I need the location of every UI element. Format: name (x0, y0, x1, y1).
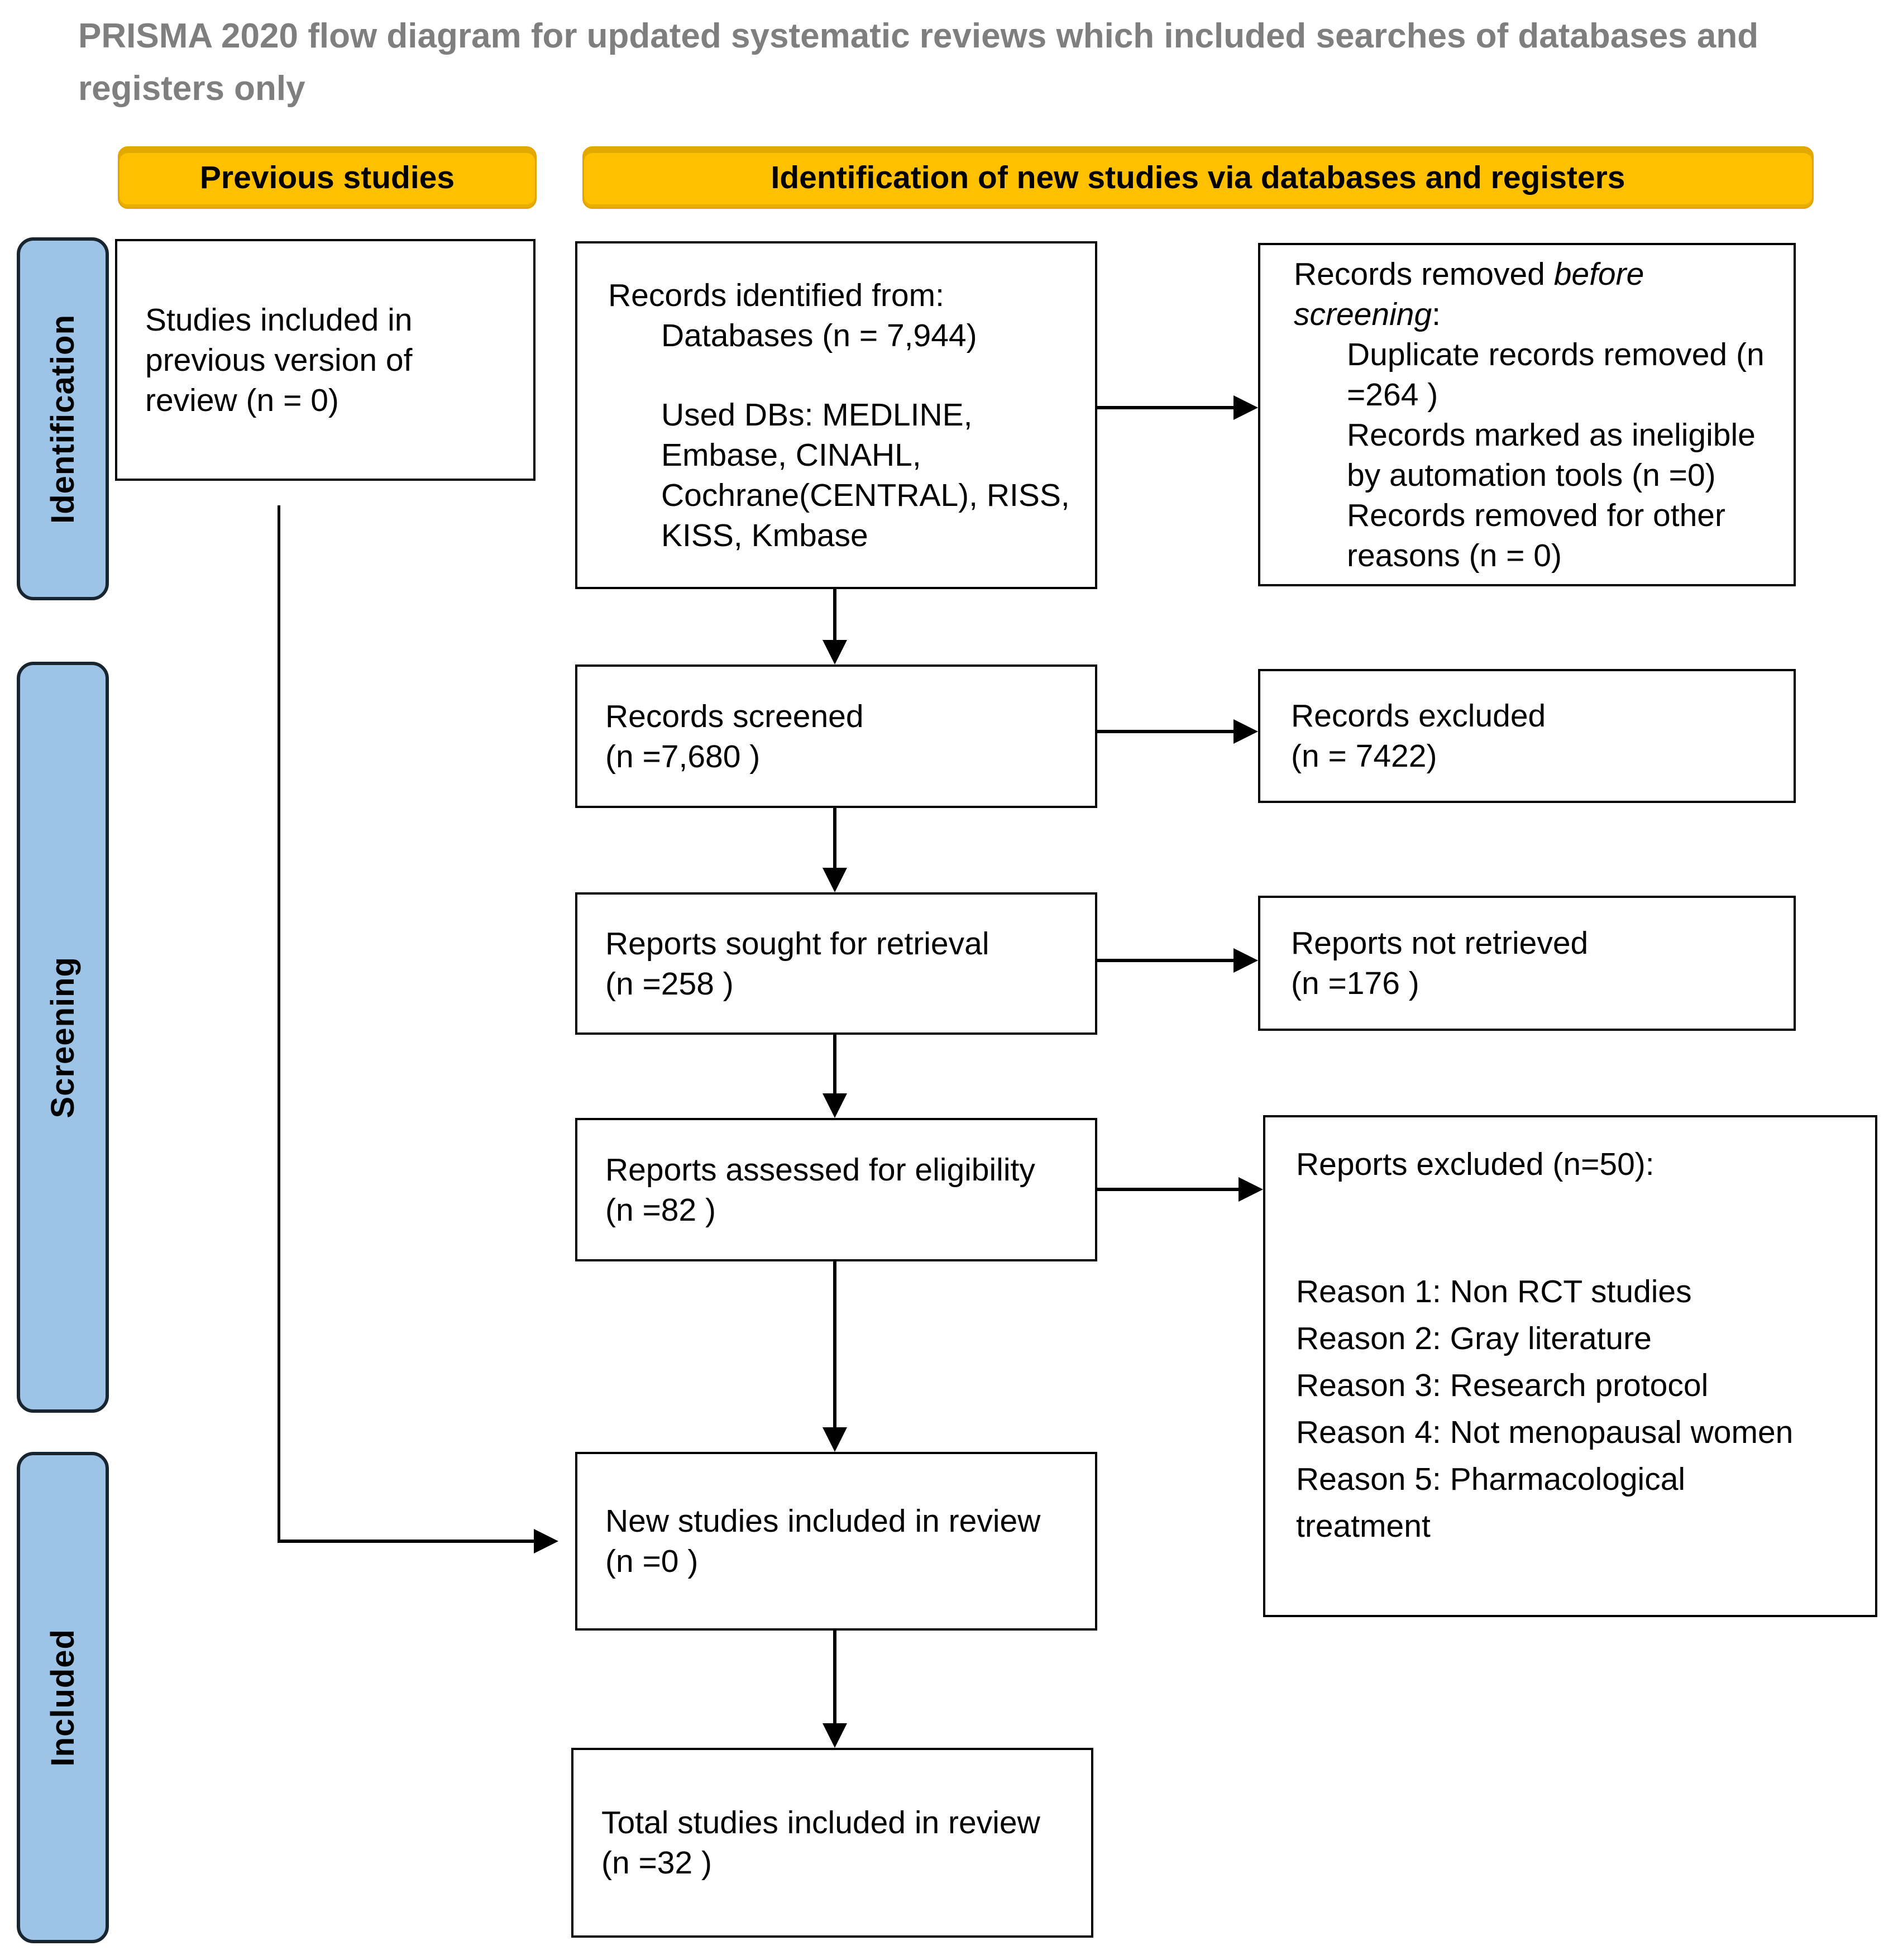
header-identification-new-studies-label: Identification of new studies via databa… (771, 160, 1625, 195)
exclusion-reason: Reason 3: Research protocol (1296, 1368, 1709, 1403)
new-studies-count: (n =0 ) (605, 1543, 699, 1579)
stage-bar-screening: Screening (17, 662, 109, 1413)
stage-bar-identification: Identification (17, 237, 109, 600)
records-screened-label: Records screened (605, 698, 864, 734)
arrow-new-to-total-studies (833, 1631, 836, 1723)
records-screened-box: Records screened (n =7,680 ) (575, 665, 1097, 808)
records-excluded-box: Records excluded (n = 7422) (1258, 669, 1796, 803)
reports-not-retrieved-box: Reports not retrieved (n =176 ) (1258, 896, 1796, 1031)
previous-studies-box: Studies included in previous version of … (115, 239, 535, 481)
reports-excluded-title: Reports excluded (n=50): (1296, 1146, 1655, 1182)
reports-not-retrieved-label: Reports not retrieved (1291, 925, 1589, 961)
exclusion-reason: Reason 4: Not menopausal women (1296, 1414, 1794, 1450)
records-removed-heading-italic: before screening (1294, 256, 1644, 332)
stage-identification-label: Identification (45, 314, 81, 524)
arrow-identified-to-removed (1097, 406, 1233, 409)
records-identified-line: Records identified from: (608, 277, 944, 313)
records-removed-item: Records removed for other reasons (n = 0… (1347, 497, 1725, 573)
reports-sought-label: Reports sought for retrieval (605, 925, 989, 962)
stage-bar-included: Included (17, 1452, 109, 1943)
exclusion-reason: Reason 5: Pharmacological treatment (1296, 1461, 1686, 1544)
exclusion-reason: Reason 1: Non RCT studies (1296, 1274, 1692, 1309)
arrow-screened-to-excluded (1097, 730, 1233, 733)
reports-sought-box: Reports sought for retrieval (n =258 ) (575, 892, 1097, 1035)
arrow-sought-to-not-retrieved (1097, 959, 1233, 962)
stage-screening-label: Screening (45, 956, 81, 1118)
reports-assessed-label: Reports assessed for eligibility (605, 1151, 1035, 1188)
new-studies-label: New studies included in review (605, 1503, 1041, 1539)
records-removed-item: Records marked as ineligible by automati… (1347, 417, 1756, 493)
reports-sought-count: (n =258 ) (605, 965, 734, 1002)
reports-excluded-reasons: Reason 1: Non RCT studies Reason 2: Gray… (1296, 1268, 1804, 1550)
arrow-sought-to-assessed (833, 1035, 836, 1093)
total-studies-included-box: Total studies included in review (n =32 … (571, 1748, 1093, 1938)
header-identification-new-studies: Identification of new studies via databa… (582, 146, 1814, 209)
records-identified-used-dbs: Used DBs: MEDLINE, Embase, CINAHL, Cochr… (661, 396, 1070, 553)
records-removed-item: Duplicate records removed (n =264 ) (1347, 336, 1765, 413)
elbow-line-previous-to-new-studies (278, 505, 280, 1543)
arrow-screened-to-sought (833, 808, 836, 868)
arrow-previous-to-new-studies (279, 1540, 534, 1543)
records-removed-heading-colon: : (1432, 296, 1441, 332)
exclusion-reason: Reason 2: Gray literature (1296, 1321, 1652, 1356)
header-previous-studies: Previous studies (118, 146, 537, 209)
records-removed-heading-text: Records removed (1294, 256, 1554, 292)
records-identified-databases: Databases (n = 7,944) (661, 317, 977, 353)
arrow-assessed-to-reports-excluded (1097, 1188, 1239, 1191)
records-identified-box: Records identified from: Databases (n = … (575, 241, 1097, 589)
reports-excluded-box: Reports excluded (n=50): Reason 1: Non R… (1263, 1115, 1877, 1617)
records-removed-box: Records removed before screening: Duplic… (1258, 243, 1796, 586)
previous-studies-text: Studies included in previous version of … (145, 302, 413, 418)
arrow-identified-to-screened (833, 589, 836, 640)
records-removed-heading: Records removed before screening: (1294, 254, 1674, 334)
reports-assessed-count: (n =82 ) (605, 1192, 716, 1228)
total-studies-label: Total studies included in review (601, 1805, 1040, 1841)
arrow-assessed-to-new-studies (833, 1261, 836, 1427)
header-previous-studies-label: Previous studies (199, 160, 455, 195)
reports-assessed-box: Reports assessed for eligibility (n =82 … (575, 1118, 1097, 1261)
new-studies-included-box: New studies included in review (n =0 ) (575, 1452, 1097, 1631)
total-studies-count: (n =32 ) (601, 1845, 713, 1881)
records-screened-count: (n =7,680 ) (605, 738, 761, 775)
records-excluded-label: Records excluded (1291, 698, 1546, 734)
stage-included-label: Included (45, 1628, 81, 1767)
reports-not-retrieved-count: (n =176 ) (1291, 965, 1419, 1001)
diagram-title: PRISMA 2020 flow diagram for updated sys… (78, 17, 1759, 108)
records-excluded-count: (n = 7422) (1291, 738, 1437, 774)
